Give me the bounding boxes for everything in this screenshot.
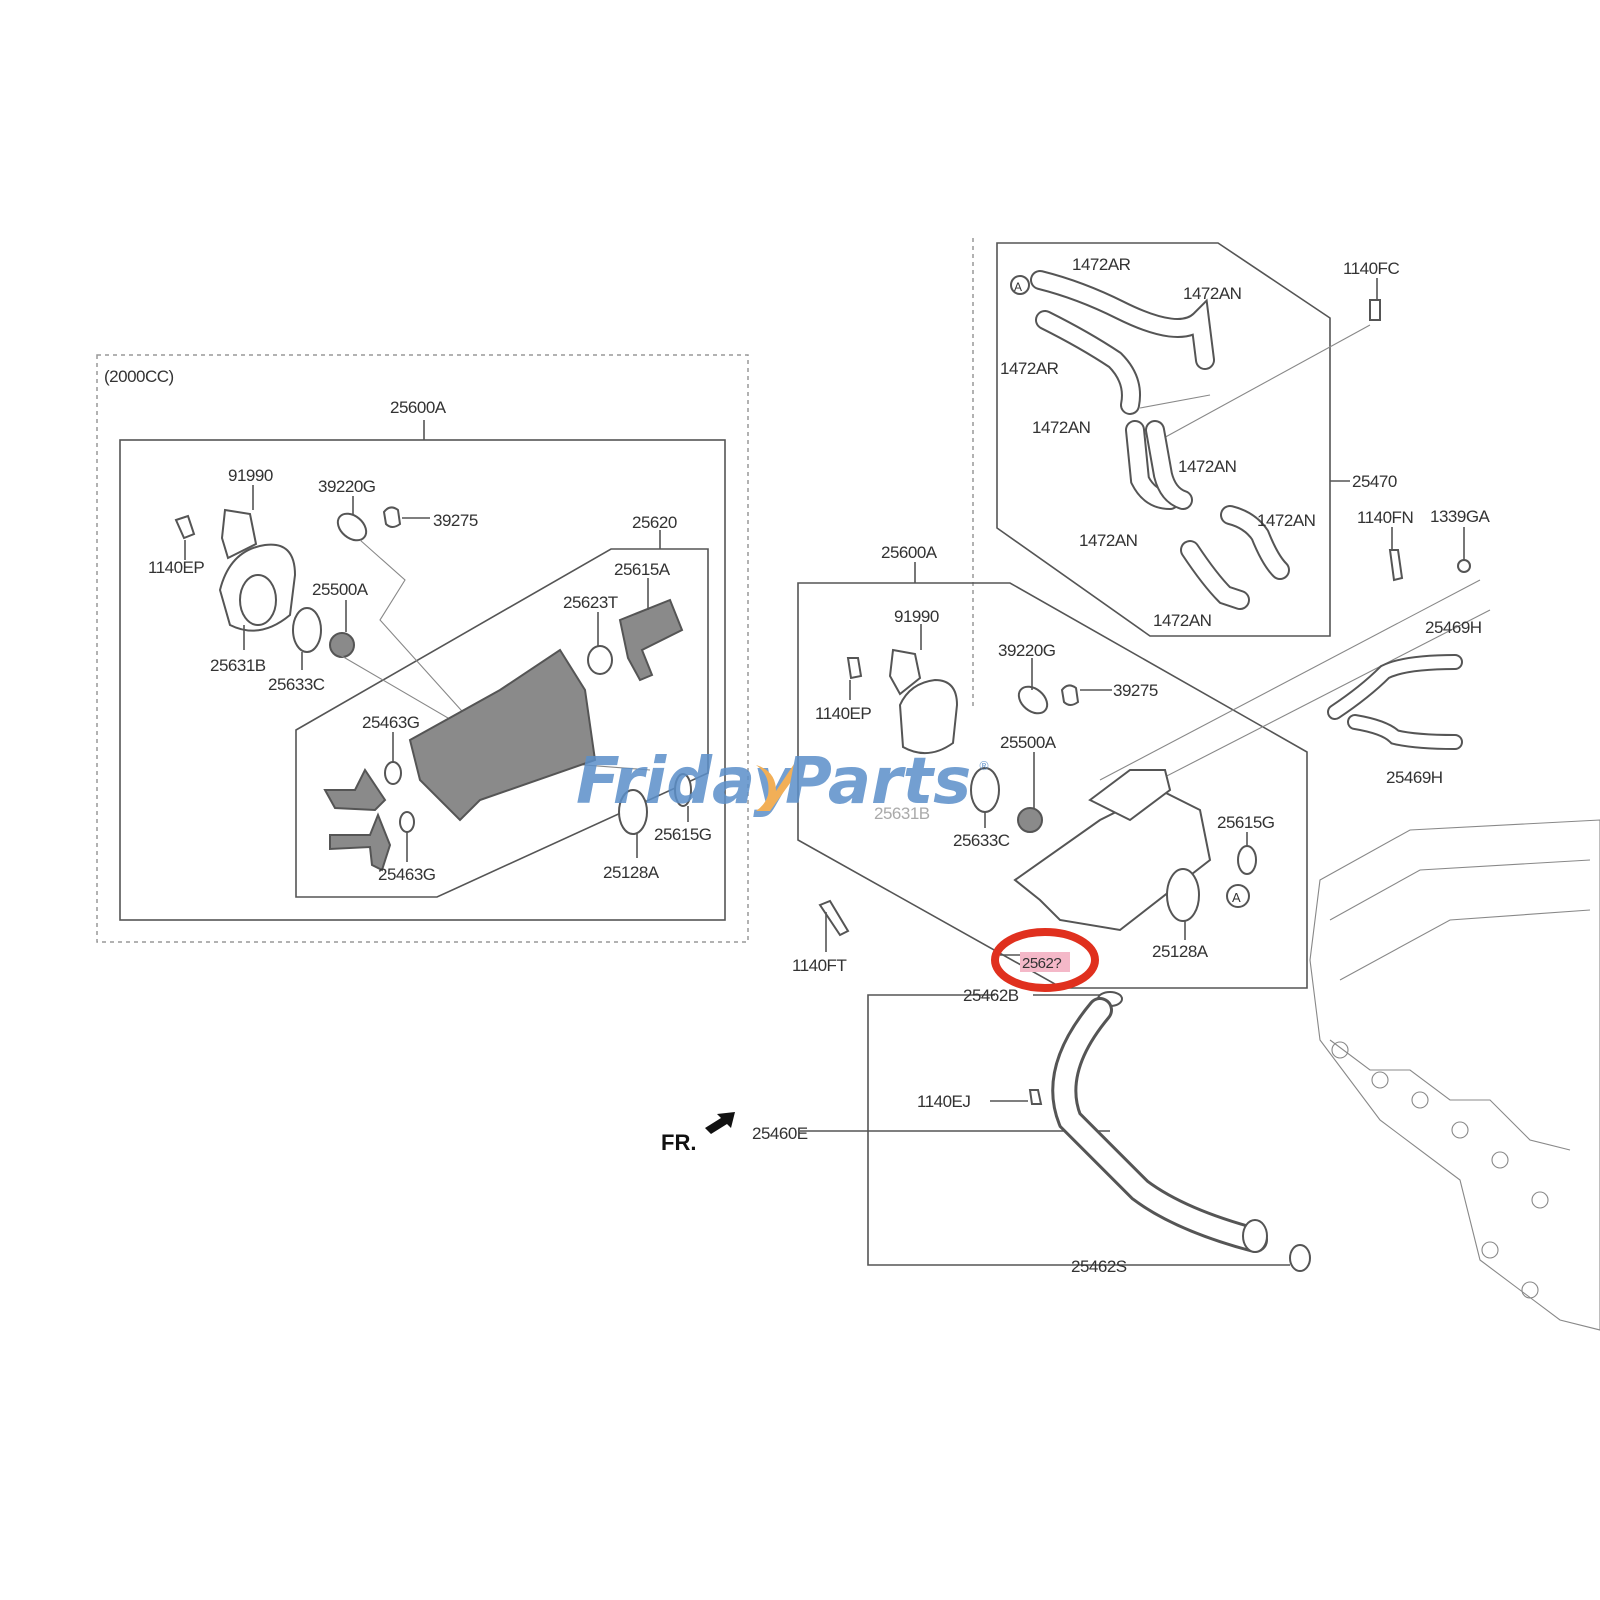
callout-label: 25615G	[654, 825, 712, 844]
highlight-circle	[991, 928, 1099, 992]
callout-label: 25600A	[390, 398, 447, 417]
callout-label: 25462S	[1071, 1257, 1127, 1276]
callout-label: 25469H	[1386, 768, 1443, 787]
callout-label: 91990	[228, 466, 273, 485]
ref-marker-label: A	[1014, 280, 1022, 294]
outlet-fitting	[618, 598, 684, 682]
callout-label: 39220G	[318, 477, 376, 496]
ref-marker-label: A	[1232, 890, 1241, 905]
callout-label: 39275	[433, 511, 478, 530]
highlighted-part-label: 2562?	[1022, 955, 1061, 972]
gasket-ring	[292, 607, 322, 653]
subassembly-box-left	[295, 548, 709, 898]
callout-label: 25615G	[1217, 813, 1275, 832]
callout-label: 1140EP	[148, 558, 204, 577]
bolt-icon	[846, 657, 863, 680]
front-label: FR.	[661, 1130, 696, 1155]
callout-label: 25615A	[614, 560, 671, 579]
watermark-registered-mark: ®	[978, 759, 990, 773]
hose-bracket-lines	[867, 994, 1290, 1266]
callout-label: 1140EJ	[917, 1092, 970, 1111]
callout-label: 25600A	[881, 543, 938, 562]
ref-marker-a	[1226, 884, 1250, 908]
watermark-text: Friday	[576, 745, 797, 819]
callout-label: 1472AN	[1257, 511, 1315, 530]
ref-marker-a	[1010, 275, 1030, 295]
callout-label: 25631B	[874, 804, 930, 823]
assembly-box-left	[119, 439, 726, 921]
highlighted-label-bg	[1020, 952, 1070, 972]
callout-label: 25633C	[953, 831, 1010, 850]
bolt-icon	[818, 899, 850, 937]
left-parts	[174, 485, 692, 872]
watermark-text: Parts	[785, 745, 971, 819]
callout-label: 1140FT	[792, 956, 846, 975]
sensor-part	[336, 512, 368, 542]
callout-label: 1472AN	[1153, 611, 1211, 630]
callout-label: 1472AN	[1079, 531, 1137, 550]
callout-label: 1140FN	[1357, 508, 1413, 527]
callout-label: 25469H	[1425, 618, 1482, 637]
hose-kit-box	[996, 242, 1331, 637]
callout-label: 25470	[1352, 472, 1397, 491]
nut-icon	[1457, 559, 1471, 573]
hose-kit-parts: A	[1010, 270, 1471, 750]
bolt-icon	[1028, 1089, 1043, 1105]
front-arrow-icon	[705, 1112, 735, 1134]
callout-label: 25631B	[210, 656, 266, 675]
callout-label: 25128A	[603, 863, 660, 882]
callout-label: 25463G	[378, 865, 436, 884]
bolt-icon	[174, 514, 196, 540]
callout-label: 39220G	[998, 641, 1056, 660]
callout-label: 25460E	[752, 1124, 808, 1143]
callout-label: 25500A	[312, 580, 369, 599]
assembly-box-right	[797, 582, 1308, 989]
callout-label: 25500A	[1000, 733, 1057, 752]
thermostat-housing	[408, 648, 597, 822]
callout-label: 25463G	[362, 713, 420, 732]
callout-label: 25462B	[963, 986, 1019, 1005]
callout-label: 1472AR	[1000, 359, 1059, 378]
callout-label: 1140FC	[1343, 259, 1399, 278]
callout-label: 1472AN	[1183, 284, 1241, 303]
callout-label: 39275	[1113, 681, 1158, 700]
callout-label: 25623T	[563, 593, 618, 612]
callout-label: 1472AR	[1072, 255, 1131, 274]
right-assembly-parts: A	[705, 624, 1311, 1272]
variant-label: (2000CC)	[104, 367, 174, 386]
callout-label: 91990	[894, 607, 939, 626]
engine-block	[1309, 819, 1600, 1331]
watermark-swoosh	[756, 761, 806, 811]
callout-label: 1140EP	[815, 704, 871, 723]
bracket-part	[220, 508, 258, 560]
callout-label: 25633C	[268, 675, 325, 694]
callout-label: 1472AN	[1178, 457, 1236, 476]
callout-label: 1339GA	[1430, 507, 1491, 526]
callout-label: 25128A	[1152, 942, 1209, 961]
callout-label: 1472AN	[1032, 418, 1090, 437]
variant-dashed-frame	[96, 354, 749, 943]
watermark-logo: Friday Parts ®	[576, 745, 990, 819]
bolt-icon	[1369, 299, 1381, 321]
bolt-icon	[1388, 549, 1404, 582]
callout-label: 25620	[632, 513, 677, 532]
thermostat-part	[329, 632, 355, 658]
